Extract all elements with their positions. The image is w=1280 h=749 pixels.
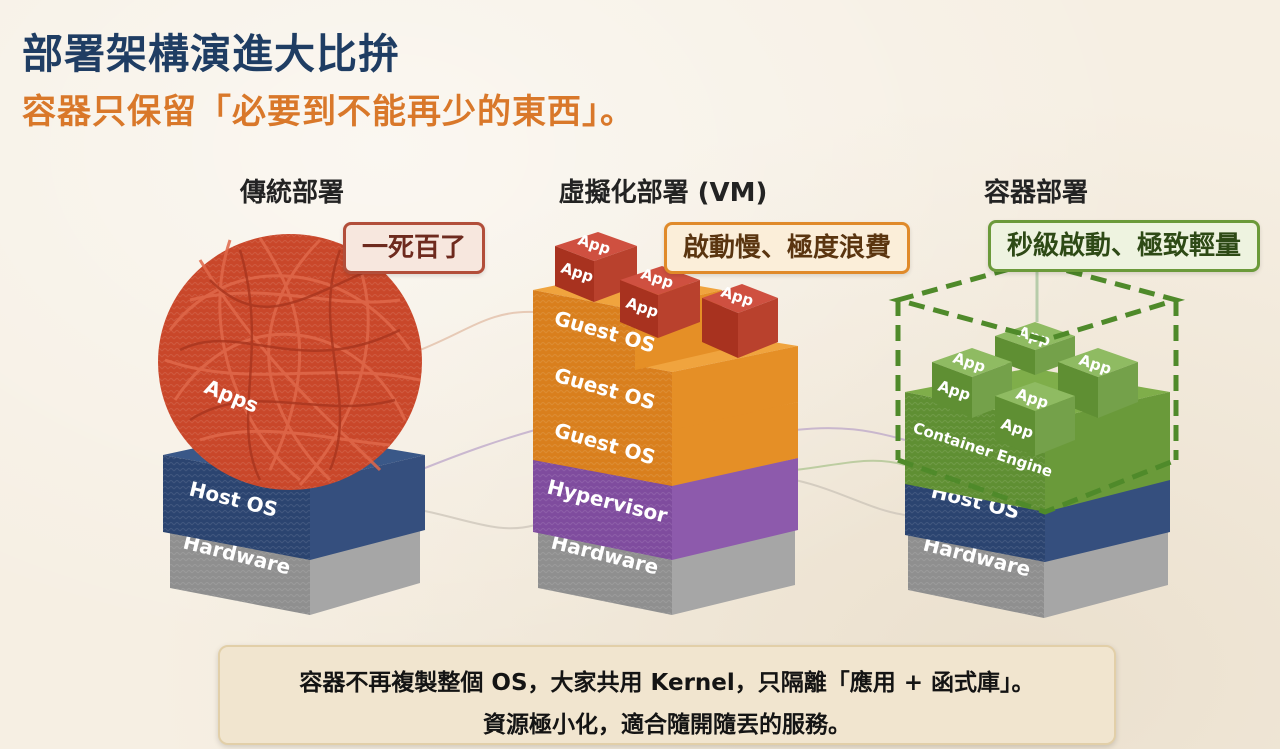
vm-app-block-3: App [702, 283, 778, 358]
badge-container: 秒級啟動、極致輕量 [988, 220, 1261, 272]
summary-box: 容器不再複製整個 OS，大家共用 Kernel，只隔離「應用 + 函式庫」。 資… [218, 645, 1116, 745]
summary-line-2: 資源極小化，適合隨開隨丟的服務。 [483, 712, 851, 738]
vm-stack: Hardware Hypervisor Guest OS Guest OS [533, 231, 798, 615]
container-dashed-outline [888, 259, 1186, 515]
heading-traditional: 傳統部署 [239, 178, 345, 208]
page-subtitle: 容器只保留「必要到不能再少的東西」。 [22, 92, 635, 132]
summary-line-1: 容器不再複製整個 OS，大家共用 Kernel，只隔離「應用 + 函式庫」。 [299, 670, 1035, 696]
heading-container: 容器部署 [983, 178, 1089, 208]
page-title: 部署架構演進大比拚 [22, 30, 400, 78]
badge-traditional: 一死百了 [343, 222, 486, 274]
apps-yarn-ball: Apps [158, 234, 422, 490]
traditional-stack: Hardware Host OS [158, 234, 425, 615]
container-app-block-4: App App [995, 382, 1075, 456]
container-app-block-3: App [1058, 348, 1138, 418]
heading-vm: 虛擬化部署 (VM) [558, 178, 768, 208]
connector-strands [419, 310, 906, 530]
badge-vm: 啟動慢、極度浪費 [664, 222, 911, 274]
container-stack: Hardware Host OS Container Engine App [888, 259, 1186, 618]
